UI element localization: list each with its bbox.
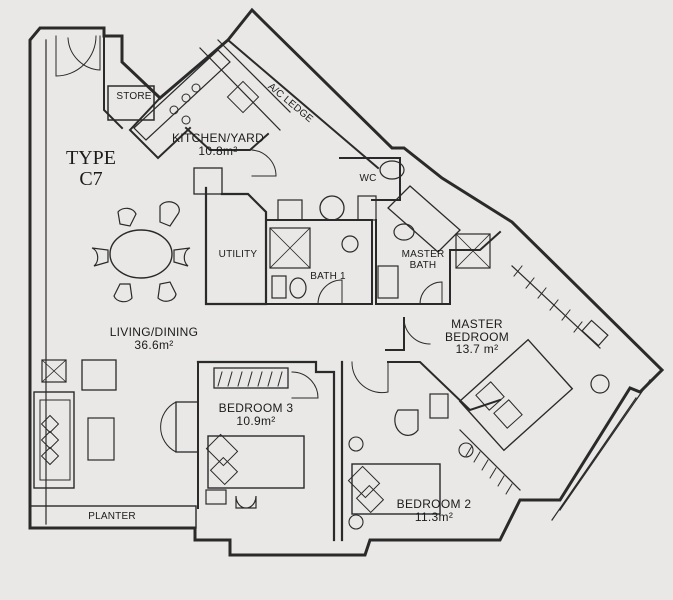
washing-machine bbox=[193, 167, 223, 195]
bed2 bbox=[351, 463, 441, 515]
kitchen-area: 10.8m² bbox=[198, 143, 238, 158]
bedroom2-door bbox=[351, 361, 389, 394]
utility-wall bbox=[204, 186, 268, 306]
entrance-door bbox=[55, 35, 97, 77]
wc-label: WC bbox=[359, 173, 377, 184]
armchair bbox=[81, 359, 117, 391]
type-title-word: TYPE bbox=[66, 147, 116, 169]
side-table bbox=[41, 359, 67, 383]
facade-line bbox=[559, 379, 651, 511]
master-bedroom-wall bbox=[385, 317, 405, 351]
bedroom2-area: 11.3m² bbox=[414, 509, 454, 524]
bedroom3-wall bbox=[196, 360, 336, 542]
store-label: STORE bbox=[116, 91, 152, 102]
coffee-table bbox=[87, 417, 115, 461]
type-title: TYPE C7 bbox=[62, 148, 120, 190]
master-bath-line2: BATH bbox=[409, 259, 437, 271]
master-bedroom-door bbox=[403, 317, 431, 345]
kitchen-wall bbox=[184, 126, 270, 151]
sofa bbox=[33, 391, 75, 489]
master-bath-door bbox=[419, 281, 443, 305]
bathtub bbox=[387, 185, 461, 253]
vanity bbox=[429, 393, 449, 419]
master-bath-label: MASTER BATH bbox=[398, 249, 448, 271]
kitchen-label: KITCHEN/YARD 10.8m² bbox=[172, 132, 264, 157]
bath1-door bbox=[317, 279, 343, 305]
utility-label: UTILITY bbox=[218, 249, 258, 260]
kitchen-counter bbox=[133, 49, 231, 141]
kitchen-wall bbox=[128, 96, 192, 160]
bedroom3-label: BEDROOM 3 10.9m² bbox=[216, 402, 296, 427]
planter-label: PLANTER bbox=[88, 511, 136, 522]
master-bed bbox=[458, 338, 574, 452]
master-bedroom-label: MASTER BEDROOM 13.7 m² bbox=[436, 318, 518, 356]
store-wall bbox=[103, 35, 124, 130]
bedroom3-name: BEDROOM 3 bbox=[218, 401, 294, 415]
facade-line bbox=[551, 397, 637, 521]
outer-wall bbox=[28, 7, 665, 557]
master-bath-line1: MASTER bbox=[401, 249, 445, 260]
living-name: LIVING/DINING bbox=[109, 325, 199, 339]
master-bedroom-area: 13.7 m² bbox=[455, 342, 499, 357]
bedroom3-area: 10.9m² bbox=[236, 413, 276, 428]
type-code: C7 bbox=[79, 168, 103, 190]
master-bath-wall bbox=[375, 219, 502, 305]
master-bedroom-line2: BEDROOM bbox=[444, 329, 510, 344]
bath1-label: BATH 1 bbox=[310, 271, 346, 282]
dining-table bbox=[109, 229, 173, 279]
bed3 bbox=[207, 435, 305, 489]
kitchen-door bbox=[251, 149, 277, 177]
kitchen-name: KITCHEN/YARD bbox=[172, 131, 265, 145]
facade-line bbox=[29, 27, 41, 41]
ac-ledge-wall bbox=[261, 19, 393, 149]
living-label: LIVING/DINING 36.6m² bbox=[100, 326, 208, 351]
tv-console bbox=[175, 401, 199, 453]
bedroom3-door bbox=[291, 371, 319, 399]
wc-wall bbox=[339, 157, 401, 201]
master-bedroom-line1: MASTER bbox=[451, 317, 503, 331]
wardrobe bbox=[213, 367, 289, 389]
living-area: 36.6m² bbox=[134, 337, 174, 352]
bedroom2-label: BEDROOM 2 11.3m² bbox=[392, 498, 476, 523]
desk bbox=[205, 489, 227, 505]
bedroom2-name: BEDROOM 2 bbox=[396, 497, 472, 511]
ac-ledge-wall bbox=[226, 38, 380, 170]
planter bbox=[29, 505, 197, 529]
bath1-wall bbox=[265, 219, 373, 305]
